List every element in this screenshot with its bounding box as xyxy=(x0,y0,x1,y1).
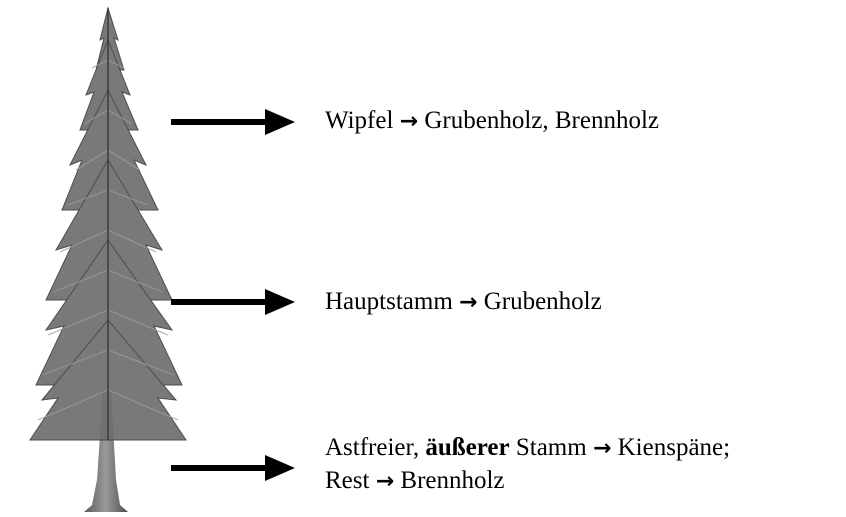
right-arrow-icon: → xyxy=(376,469,394,494)
right-arrow-icon: → xyxy=(593,436,611,461)
label-middle: Hauptstamm → Grubenholz xyxy=(325,286,602,319)
label-bottom-use: Kienspäne; xyxy=(618,434,730,461)
label-middle-use: Grubenholz xyxy=(484,288,602,315)
arrow-bottom xyxy=(171,454,295,482)
right-arrow-icon: → xyxy=(459,290,477,315)
label-bottom-rest-use: Brennholz xyxy=(400,467,504,494)
label-top-use: Grubenholz, Brennholz xyxy=(424,107,659,134)
arrow-top xyxy=(171,108,295,136)
label-bottom-bold: äußerer xyxy=(425,434,509,461)
label-top-part: Wipfel xyxy=(325,107,393,134)
label-bottom-pre: Astfreier, xyxy=(325,434,425,461)
label-bottom-post: Stamm xyxy=(510,434,587,461)
arrow-middle xyxy=(171,288,295,316)
label-bottom-line1: Astfreier, äußerer Stamm → Kienspäne; xyxy=(325,432,730,465)
label-middle-part: Hauptstamm xyxy=(325,288,453,315)
label-bottom-line2: Rest → Brennholz xyxy=(325,465,505,498)
right-arrow-icon: → xyxy=(400,109,418,134)
label-top: Wipfel → Grubenholz, Brennholz xyxy=(325,105,659,138)
label-bottom-rest: Rest xyxy=(325,467,369,494)
tree-illustration xyxy=(0,0,220,517)
